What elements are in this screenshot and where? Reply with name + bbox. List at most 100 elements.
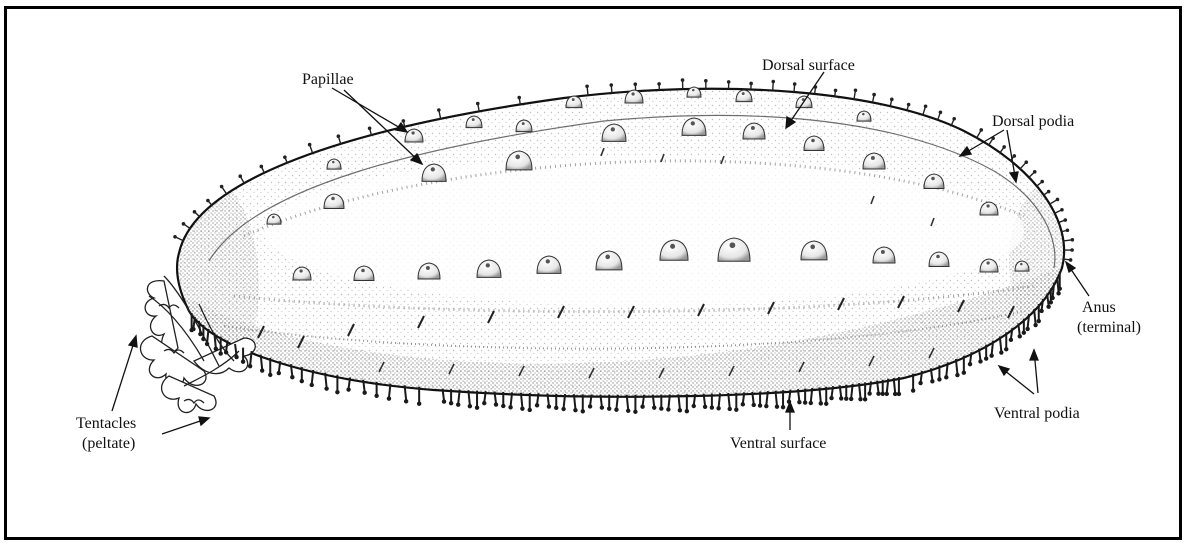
label-ventral-podia: Ventral podia — [994, 405, 1080, 422]
ventral-podium-tip — [475, 405, 479, 409]
ventral-podium-tip — [678, 408, 682, 412]
ventral-podium-tip — [659, 406, 663, 410]
dorsal-podium-tip — [924, 104, 928, 108]
ventral-podium-tip — [685, 409, 689, 413]
papilla-tip — [810, 245, 815, 250]
ventral-podium-tip — [248, 364, 252, 368]
papilla-tip — [546, 259, 550, 263]
ventral-podium-tip — [189, 328, 193, 332]
ventral-podium-tip — [863, 397, 867, 401]
dorsal-podium-tip — [854, 88, 858, 92]
ventral-podium-tip — [652, 405, 656, 409]
ventral-podium-tip — [858, 397, 862, 401]
papilla-tip — [670, 244, 675, 249]
ventral-podium-tip — [876, 391, 880, 395]
papilla-tip — [611, 127, 615, 131]
ventral-podium-tip — [554, 406, 558, 410]
ventral-podium-tip — [893, 392, 897, 396]
dorsal-podium-tip — [793, 82, 797, 86]
label-anus-terminal: (terminal) — [1077, 319, 1141, 336]
label-dorsal-podia: Dorsal podia — [992, 113, 1074, 130]
dorsal-podium-tip — [609, 83, 613, 87]
ventral-podium-tip — [881, 392, 885, 396]
ventral-podium-tip — [764, 404, 768, 408]
dorsal-podium-tip — [437, 108, 441, 112]
papilla-tip — [426, 266, 430, 270]
ventral-podium-tip — [640, 405, 644, 409]
ventral-podium-tip — [573, 408, 577, 412]
label-tentacles-peltate: (peltate) — [82, 435, 135, 452]
dorsal-podium-tip — [979, 128, 983, 132]
ventral-podium-tip — [710, 405, 714, 409]
papilla-tip — [605, 255, 610, 260]
ventral-podium-tip — [417, 402, 421, 406]
papilla-tip — [431, 167, 435, 171]
dorsal-podium-tip — [337, 134, 341, 138]
label-anus: Anus — [1082, 299, 1116, 316]
ventral-podium-tip — [561, 407, 565, 411]
papilla-tip — [332, 161, 335, 164]
ventral-podium-tip — [520, 406, 524, 410]
figure-frame: Papillae Dorsal surface Dorsal podia Anu… — [4, 6, 1182, 540]
papilla-tip — [472, 118, 475, 121]
dorsal-podium-tip — [657, 82, 661, 86]
ventral-podium-tip — [703, 405, 707, 409]
ventral-podium-tip — [758, 403, 762, 407]
ventral-podium-tip — [224, 350, 228, 354]
ventral-podium-tip — [1056, 291, 1060, 295]
ventral-podium-tip — [1033, 323, 1037, 327]
papilla-tip — [862, 113, 865, 116]
papilla-tip — [742, 92, 745, 95]
papilla-tip — [272, 216, 275, 219]
ventral-podium-tip — [387, 396, 391, 400]
dorsal-podium-tip — [907, 103, 911, 107]
dorsal-podium-tip — [1002, 145, 1006, 149]
ventral-podium-tip — [528, 408, 532, 412]
ventral-podium-tip — [588, 404, 592, 408]
ventral-podium-tip — [1022, 330, 1026, 334]
ventral-podium-tip — [482, 401, 486, 405]
papilla-tip — [522, 122, 525, 125]
papilla-tip — [986, 204, 989, 207]
sea-cucumber-diagram: Papillae Dorsal surface Dorsal podia Anu… — [4, 6, 1182, 540]
papilla-tip — [411, 131, 414, 134]
papilla-tip — [515, 155, 520, 160]
dorsal-podium-tip — [1056, 198, 1060, 202]
ventral-podium-tip — [335, 390, 339, 394]
papilla-tip — [361, 269, 365, 273]
ventral-podium-tip — [346, 387, 350, 391]
dorsal-podium-tip — [402, 119, 406, 123]
ventral-podium-tip — [607, 406, 611, 410]
ventral-podium-tip — [494, 402, 498, 406]
dorsal-podium-tip — [1066, 228, 1070, 232]
ventral-podium-tip — [839, 396, 843, 400]
ventral-podium-tip — [205, 342, 209, 346]
ventral-podium-tip — [404, 399, 408, 403]
dorsal-podium-tip — [872, 93, 876, 97]
papilla-tip — [1020, 263, 1023, 266]
ventral-podium-tip — [797, 400, 801, 404]
dorsal-podium-tip — [517, 96, 521, 100]
ventral-podium-tip — [508, 405, 512, 409]
ventral-podium-tip — [501, 404, 505, 408]
ventral-podium-tip — [781, 405, 785, 409]
papilla-tip — [931, 177, 935, 181]
ventral-podium-tip — [666, 407, 670, 411]
ventral-podium-tip — [911, 388, 915, 392]
dorsal-podium-tip — [193, 210, 197, 214]
ventral-podium-tip — [310, 383, 314, 387]
ventral-podium-tip — [241, 359, 245, 363]
ventral-podium-tip — [468, 404, 472, 408]
ventral-podium-tip — [775, 404, 779, 408]
dorsal-podium-tip — [220, 185, 224, 189]
ventral-podium-tip — [614, 408, 618, 412]
ventral-podium-tip — [1037, 319, 1041, 323]
ventral-podium-tip — [752, 403, 756, 407]
ventral-podium-tip — [734, 407, 738, 411]
papilla-tip — [936, 255, 940, 259]
ventral-podium-tip — [885, 392, 889, 396]
ventral-podium-tip — [829, 396, 833, 400]
ventral-podium-tip — [984, 356, 988, 360]
ventral-podium-tip — [449, 401, 453, 405]
dorsal-podium-tip — [771, 80, 775, 84]
